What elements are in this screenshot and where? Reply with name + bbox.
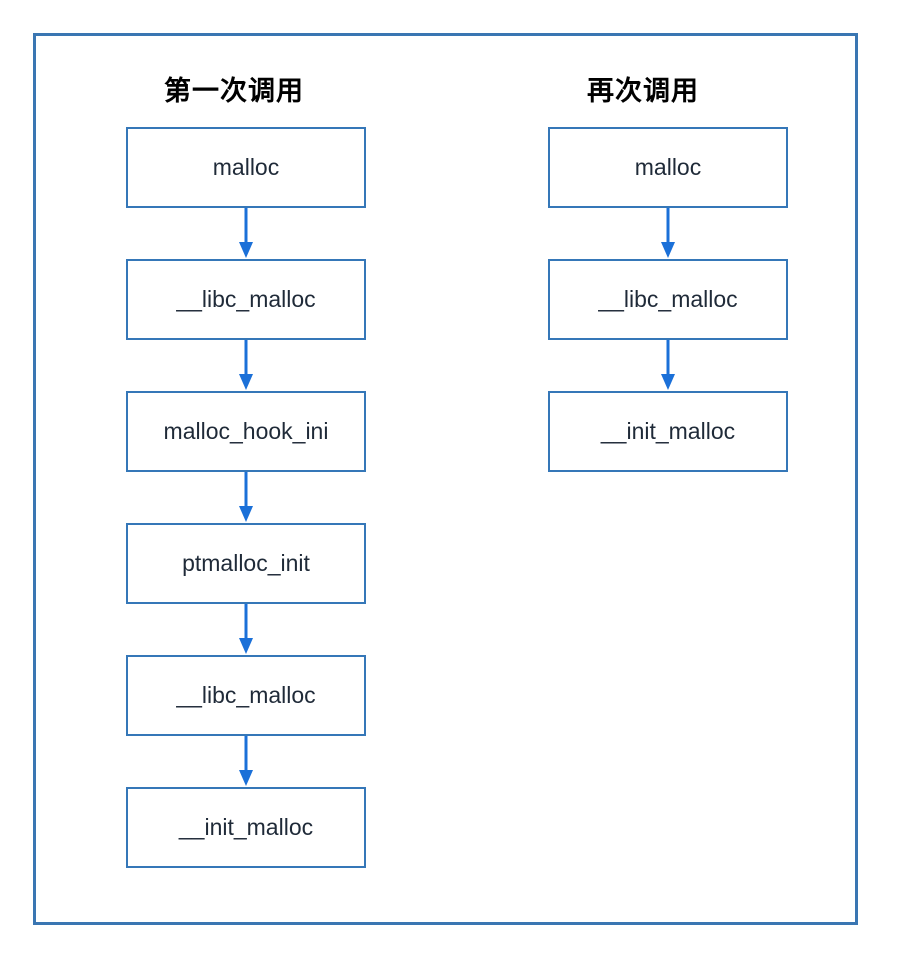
arrow-down-icon	[659, 340, 677, 391]
flow-node-libc-malloc-1: __libc_malloc	[126, 259, 366, 340]
flow-node-label: malloc_hook_ini	[163, 418, 329, 444]
flow-node-init-malloc: __init_malloc	[548, 391, 788, 472]
flow-node-libc-malloc: __libc_malloc	[548, 259, 788, 340]
flow-node-label: __libc_malloc	[598, 286, 738, 312]
flow-node-malloc: malloc	[126, 127, 366, 208]
column-title-subsequent-call: 再次调用	[587, 76, 699, 106]
arrow-down-icon	[659, 208, 677, 259]
arrow-down-icon	[237, 340, 255, 391]
flow-node-label: malloc	[634, 154, 702, 180]
flow-node-malloc-hook-ini: malloc_hook_ini	[126, 391, 366, 472]
flow-node-init-malloc: __init_malloc	[126, 787, 366, 868]
flow-node-label: __libc_malloc	[176, 286, 316, 312]
flow-node-label: __libc_malloc	[176, 682, 316, 708]
flow-node-label: ptmalloc_init	[182, 550, 310, 576]
flow-node-label: malloc	[212, 154, 280, 180]
flow-node-ptmalloc-init: ptmalloc_init	[126, 523, 366, 604]
column-title-first-call: 第一次调用	[164, 76, 304, 106]
flow-node-label: __init_malloc	[178, 814, 314, 840]
arrow-down-icon	[237, 736, 255, 787]
flow-node-label: __init_malloc	[600, 418, 736, 444]
arrow-down-icon	[237, 604, 255, 655]
arrow-down-icon	[237, 472, 255, 523]
flow-node-malloc: malloc	[548, 127, 788, 208]
flow-node-libc-malloc-2: __libc_malloc	[126, 655, 366, 736]
arrow-down-icon	[237, 208, 255, 259]
